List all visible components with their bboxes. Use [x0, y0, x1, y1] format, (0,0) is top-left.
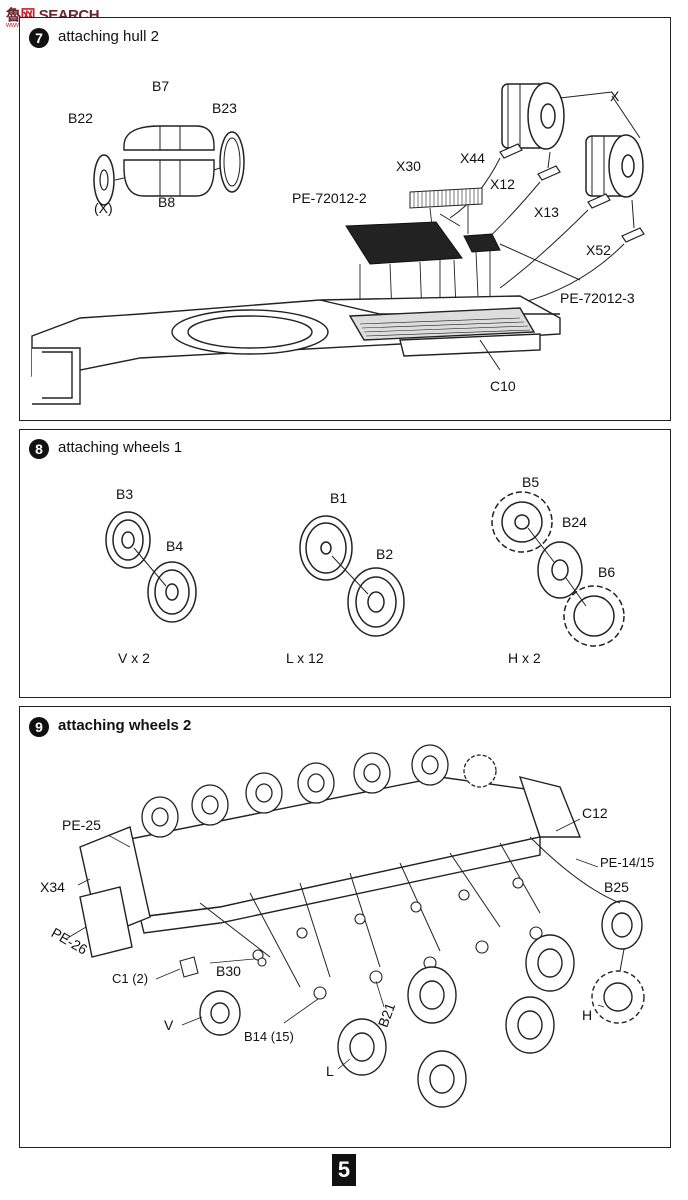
part-label: V — [164, 1017, 174, 1033]
part-label: X34 — [40, 879, 65, 895]
part-label: X30 — [396, 158, 421, 174]
part-label: X13 — [534, 204, 559, 220]
part-label: (X) — [94, 200, 113, 216]
part-label: B3 — [116, 486, 134, 502]
step-title: attaching wheels 1 — [58, 439, 183, 456]
quantity-label: H x 2 — [508, 650, 541, 666]
part-label: PE-25 — [62, 817, 101, 833]
part-label: B23 — [212, 100, 237, 116]
part-label: X — [610, 88, 620, 104]
part-label: PE-14/15 — [600, 855, 655, 870]
hull-assembly-drawing — [31, 82, 645, 405]
part-label: X44 — [460, 150, 485, 166]
step-number: 8 — [29, 439, 49, 459]
part-label: B14 (15) — [244, 1029, 294, 1044]
step-title: attaching hull 2 — [58, 28, 159, 45]
wheels-assembly-drawing — [105, 491, 625, 647]
part-label: H — [582, 1007, 593, 1023]
watermark-char: 魯 — [6, 7, 21, 24]
part-label: B4 — [166, 538, 184, 554]
part-label: B25 — [604, 879, 629, 895]
part-label: C1 (2) — [112, 971, 149, 986]
step-number: 7 — [29, 28, 49, 48]
part-label: B22 — [68, 110, 93, 126]
step-8-panel: 8 attaching wheels 1 — [19, 429, 671, 698]
part-label: B7 — [152, 78, 170, 94]
part-label: C10 — [490, 378, 516, 394]
page-number: 5 — [332, 1154, 356, 1186]
step-7-panel: 7 attaching hull 2 — [19, 17, 671, 421]
part-label: B8 — [158, 194, 176, 210]
part-label: B2 — [376, 546, 394, 562]
part-label: X52 — [586, 242, 611, 258]
part-label: B24 — [562, 514, 587, 530]
step-number: 9 — [29, 717, 49, 737]
part-label: PE-72012-2 — [292, 190, 367, 206]
part-label: B1 — [330, 490, 348, 506]
part-label: B5 — [522, 474, 540, 490]
suspension-assembly-drawing — [65, 744, 645, 1108]
quantity-label: V x 2 — [118, 650, 150, 666]
part-label: B30 — [216, 963, 241, 979]
part-label: C12 — [582, 805, 608, 821]
part-label: L — [326, 1063, 334, 1079]
part-label: B6 — [598, 564, 616, 580]
step-title: attaching wheels 2 — [58, 717, 192, 734]
part-label: PE-72012-3 — [560, 290, 635, 306]
step-9-panel: 9 attaching wheels 2 — [19, 706, 671, 1148]
quantity-label: L x 12 — [286, 650, 324, 666]
part-label: X12 — [490, 176, 515, 192]
